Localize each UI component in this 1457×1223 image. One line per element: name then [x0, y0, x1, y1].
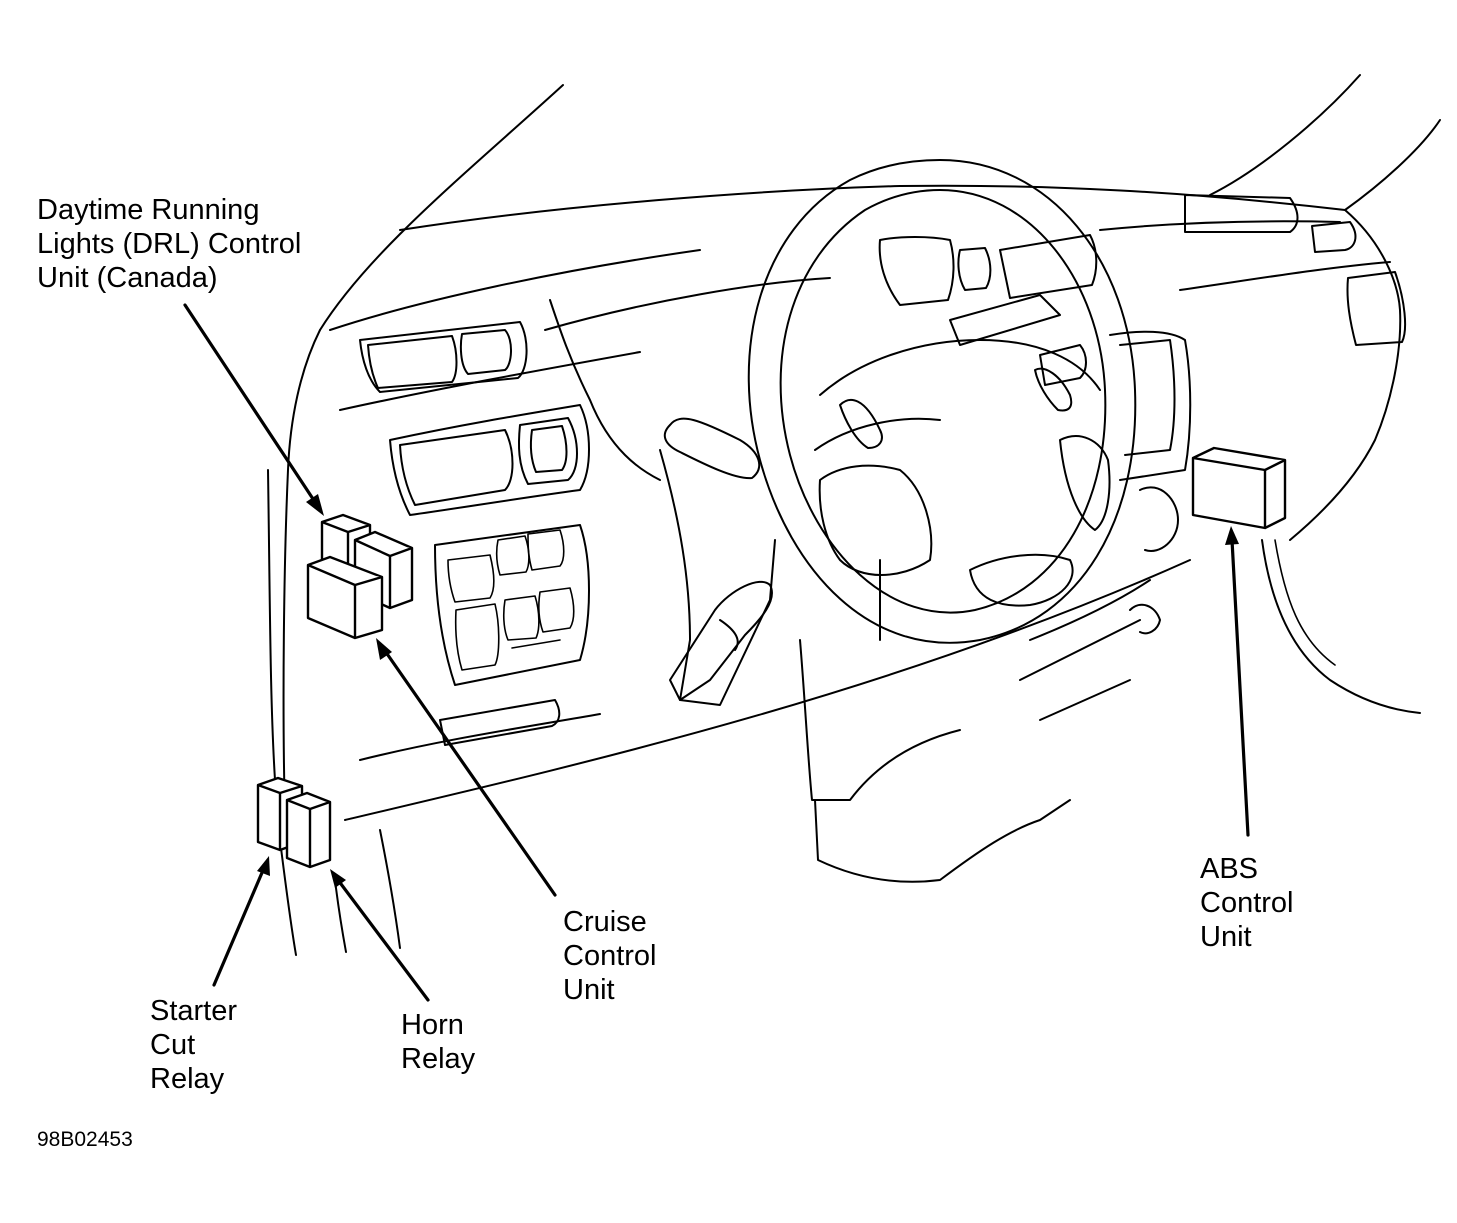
- figure-id: 98B02453: [37, 1128, 133, 1151]
- drl-leader: [183, 303, 319, 507]
- instrument-cluster: [878, 234, 1192, 481]
- kick-panel: [267, 469, 401, 956]
- starter-leader: [212, 866, 266, 987]
- abs-leader: [1230, 538, 1250, 837]
- drl-label: Daytime Running Lights (DRL) Control Uni…: [37, 194, 302, 294]
- starter-arrowhead: [257, 856, 270, 876]
- abs-label: ABS Control Unit: [1200, 853, 1294, 953]
- cruise-label: Cruise Control Unit: [563, 906, 657, 1006]
- horn-leader: [336, 878, 430, 1002]
- horn-relay: [285, 791, 332, 869]
- drl-arrowhead: [306, 494, 324, 516]
- abs-arrowhead: [1225, 526, 1239, 545]
- cruise-arrowhead: [376, 638, 392, 660]
- cruise-control-unit: [306, 555, 384, 640]
- windshield-frame: [319, 74, 1441, 331]
- steering-column: [659, 417, 1179, 883]
- horn-arrowhead: [330, 869, 346, 888]
- steering-wheel: [747, 159, 1137, 644]
- starter-label: Starter Cut Relay: [150, 995, 238, 1095]
- cruise-leader: [381, 646, 557, 897]
- leader-lines: [183, 303, 1250, 1002]
- horn-label: Horn Relay: [401, 1009, 476, 1075]
- dashboard-outline: [282, 184, 1421, 821]
- center-stack: [359, 277, 831, 761]
- abs-control-unit: [1191, 446, 1287, 530]
